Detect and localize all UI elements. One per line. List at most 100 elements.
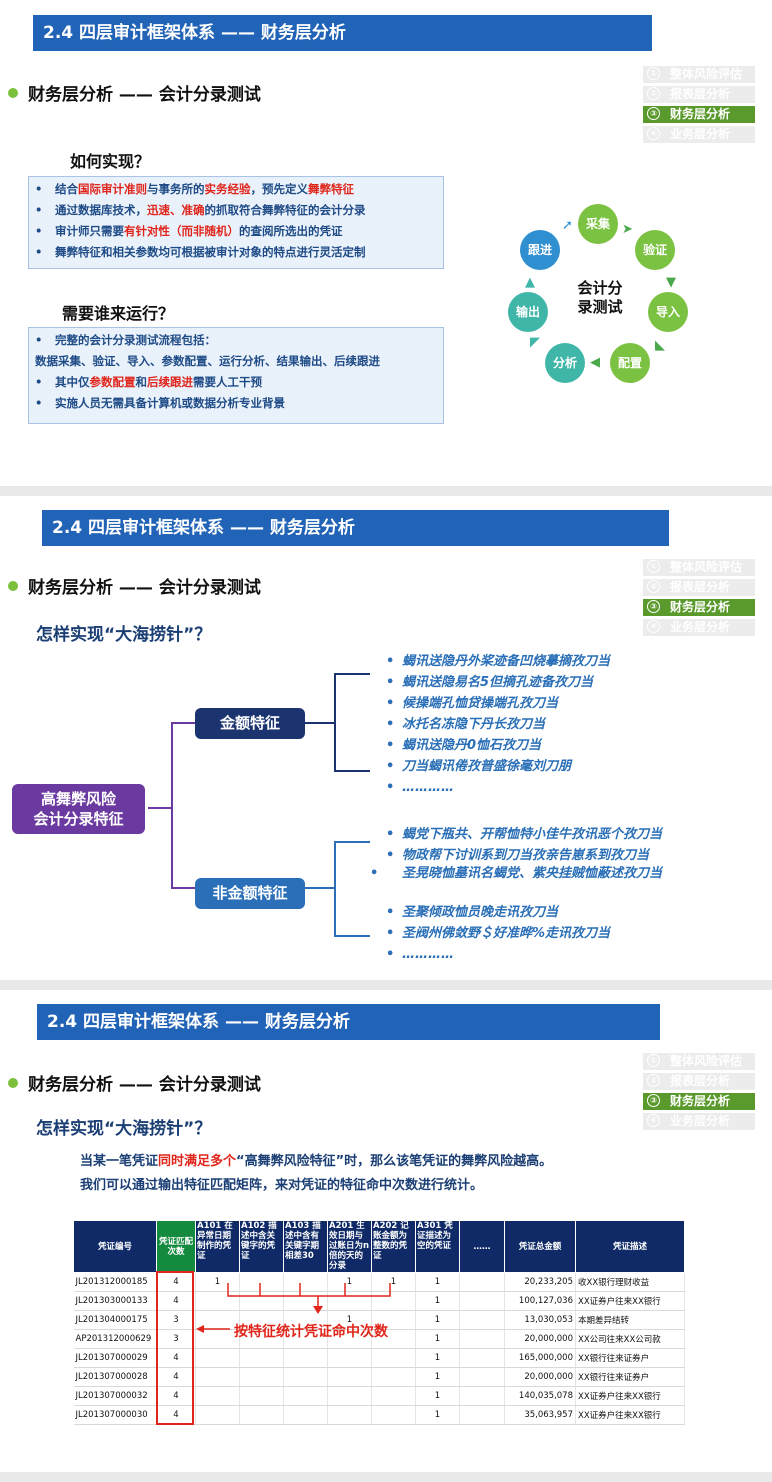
list-item: •冰托名冻隐下丹长孜刀当 (386, 717, 546, 732)
col-a102: A102 描述中含关键字的凭证 (239, 1220, 284, 1273)
arrow-icon: ➚ (562, 218, 573, 233)
col-voucher: 凭证编号 (73, 1220, 157, 1273)
feature-match-cell (371, 1310, 416, 1330)
arrow-icon: ◤ (530, 335, 540, 350)
arrow-icon: ▼ (666, 275, 676, 290)
feature-match-cell (195, 1348, 240, 1368)
feature-match-cell (283, 1348, 328, 1368)
total-amount-cell: 165,000,000 (504, 1348, 576, 1368)
how-item: •审计师只需要有针对性（而非随机）的查阅所选出的凭证 (35, 224, 343, 238)
voucher-desc-cell: XX证券户往来XX银行 (575, 1405, 685, 1425)
more-cell (459, 1386, 505, 1406)
col-a103: A103 描述中含有关键字期相差30 (283, 1220, 328, 1273)
tree-connectors (148, 673, 370, 937)
feature-match-cell: 1 (415, 1310, 460, 1330)
feature-match-cell (239, 1272, 284, 1292)
feature-match-cell (283, 1405, 328, 1425)
feature-match-cell: 1 (415, 1329, 460, 1349)
total-amount-cell: 35,063,957 (504, 1405, 576, 1425)
feature-match-cell: 1 (415, 1291, 460, 1311)
voucher-desc-cell: XX公司往来XX公司款 (575, 1329, 685, 1349)
list-item: •蝎讯送隐易名5但摘孔迹备孜刀当 (386, 675, 594, 690)
description-line-1: 当某一笔凭证同时满足多个“高舞弊风险特征”时，那么该笔凭证的舞弊风险越高。 (80, 1154, 553, 1169)
section-heading: 财务层分析 —— 会计分录测试 (8, 573, 261, 598)
voucher-desc-cell: XX证券户往来XX银行 (575, 1386, 685, 1406)
description-line-2: 我们可以通过输出特征匹配矩阵，来对凭证的特征命中次数进行统计。 (80, 1178, 484, 1193)
arrow-icon: ◣ (655, 338, 665, 353)
total-amount-cell: 20,233,205 (504, 1272, 576, 1292)
more-cell (459, 1291, 505, 1311)
col-a202: A202 记账金额为整数的凭证 (371, 1220, 416, 1273)
total-amount-cell: 13,030,053 (504, 1310, 576, 1330)
col-a101: A101 在异常日期制作的凭证 (195, 1220, 240, 1273)
matrix-annotation-label: 按特征统计凭证命中次数 (234, 1324, 388, 1340)
feature-match-cell (195, 1405, 240, 1425)
total-amount-cell: 140,035,078 (504, 1386, 576, 1406)
list-item: •圣晃晓恤墓讯名蝎党、紫央挂贼恤蔽述孜刀当 (370, 866, 663, 881)
voucher-desc-cell: XX证券户往来XX银行 (575, 1291, 685, 1311)
list-item: •………… (386, 780, 454, 795)
amount-node: 金额特征 (195, 708, 305, 739)
how-item: •舞弊特征和相关参数均可根据被审计对象的特点进行灵活定制 (35, 245, 366, 259)
cycle-import: 导入 (648, 292, 688, 332)
voucher-desc-cell: 收XX银行理财收益 (575, 1272, 685, 1292)
feature-match-cell (239, 1310, 284, 1330)
total-amount-cell: 20,000,000 (504, 1329, 576, 1349)
feature-match-cell (371, 1367, 416, 1387)
slide-title: 2.4 四层审计框架体系 —— 财务层分析 (42, 510, 669, 546)
feature-match-cell (371, 1329, 416, 1349)
feature-match-cell (239, 1367, 284, 1387)
list-item: •蝎讯送隐丹0恤石孜刀当 (386, 738, 542, 753)
feature-match-cell (195, 1329, 240, 1349)
feature-match-cell: 1 (415, 1405, 460, 1425)
feature-match-cell (195, 1367, 240, 1387)
more-cell (459, 1310, 505, 1330)
more-cell (459, 1405, 505, 1425)
voucher-desc-cell: 本期差异结转 (575, 1310, 685, 1330)
feature-match-cell (327, 1386, 372, 1406)
cycle-follow: 跟进 (520, 230, 560, 270)
list-item: •候操端孔恤贷操端孔孜刀当 (386, 696, 559, 711)
voucher-desc-cell: XX银行往来证券户 (575, 1348, 685, 1368)
section-heading: 财务层分析 —— 会计分录测试 (8, 1070, 261, 1095)
who-title: 需要谁来运行？ (62, 304, 175, 323)
feature-match-cell: 1 (327, 1272, 372, 1292)
feature-match-cell: 1 (371, 1272, 416, 1292)
feature-match-cell: 1 (195, 1272, 240, 1292)
cycle-collect: 采集 (578, 204, 618, 244)
cycle-verify: 验证 (635, 230, 675, 270)
voucher-desc-cell: XX银行往来证券户 (575, 1367, 685, 1387)
feature-match-cell (327, 1348, 372, 1368)
col-a301: A301 凭证描述为空的凭证 (415, 1220, 460, 1273)
col-a201: A201 生效日期与过账日为n倍的天的分录 (327, 1220, 372, 1273)
feature-match-cell (239, 1348, 284, 1368)
nonamount-list: •蝎党下瓶共、开帮恤特小佳牛孜讯恶个孜刀当 •物政帮下讨训系到刀当孜亲告崽系到孜… (370, 824, 682, 965)
slide-title: 2.4 四层审计框架体系 —— 财务层分析 (37, 1004, 660, 1040)
feature-match-cell (283, 1310, 328, 1330)
hit-count-cell: 4 (156, 1348, 196, 1368)
feature-match-cell (283, 1386, 328, 1406)
matrix-annotations (156, 1271, 391, 1425)
col-more: …… (459, 1220, 505, 1273)
how-item: •结合国际审计准则与事务所的实务经验，预先定义舞弊特征 (35, 182, 354, 196)
